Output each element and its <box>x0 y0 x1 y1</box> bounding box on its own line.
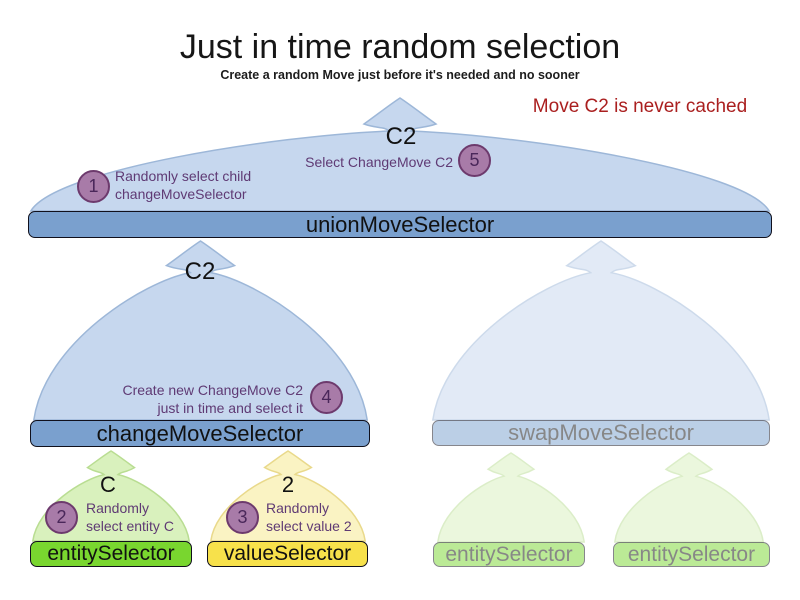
step-1-note: Randomly select child changeMoveSelector <box>115 167 251 203</box>
step-5-note-line1: Select ChangeMove C2 <box>305 154 453 170</box>
step-3-note-line1: Randomly <box>266 500 330 516</box>
entity-selector-faded-bar-2: entitySelector <box>613 542 770 567</box>
step-1-note-line1: Randomly select child <box>115 168 252 184</box>
step-4-note-line1: Create new ChangeMove C2 <box>122 382 303 398</box>
step-3-badge: 3 <box>226 501 259 534</box>
entity-selector-faded-bar-1: entitySelector <box>433 542 585 567</box>
move-label-c2-union-output: C2 <box>385 123 417 150</box>
step-1-badge: 1 <box>77 170 110 203</box>
entity-faded-funnel-2-shape <box>613 452 765 543</box>
step-5-badge: 5 <box>458 144 491 177</box>
step-2-note-line1: Randomly <box>86 500 150 516</box>
step-4-badge: 4 <box>310 381 343 414</box>
step-1-note-line2: changeMoveSelector <box>115 186 247 202</box>
step-5-note: Select ChangeMove C2 <box>300 153 453 171</box>
entity-selector-bar: entitySelector <box>30 541 192 567</box>
step-2-badge: 2 <box>45 501 78 534</box>
entity-faded-funnel-1-shape <box>436 452 586 543</box>
step-3-note: Randomly select value 2 <box>266 499 352 535</box>
note-move-c2-never-cached: Move C2 is never cached <box>532 96 748 117</box>
step-4-note-line2: just in time and select it <box>157 400 303 416</box>
change-move-selector-bar: changeMoveSelector <box>30 420 370 447</box>
page-title: Just in time random selection <box>179 28 621 66</box>
step-2-note: Randomly select entity C <box>86 499 174 535</box>
step-3-note-line2: select value 2 <box>266 518 352 534</box>
page-subtitle: Create a random Move just before it's ne… <box>220 68 580 82</box>
move-label-c-entity-output: C <box>100 472 116 497</box>
move-label-2-value-output: 2 <box>281 472 295 497</box>
value-selector-bar: valueSelector <box>207 541 368 567</box>
move-label-c2-change-output: C2 <box>184 258 216 285</box>
step-4-note: Create new ChangeMove C2 just in time an… <box>120 381 303 417</box>
swap-funnel-shape <box>431 240 771 421</box>
step-2-note-line2: select entity C <box>86 518 174 534</box>
union-move-selector-bar: unionMoveSelector <box>28 211 772 238</box>
swap-move-selector-bar: swapMoveSelector <box>432 420 770 446</box>
